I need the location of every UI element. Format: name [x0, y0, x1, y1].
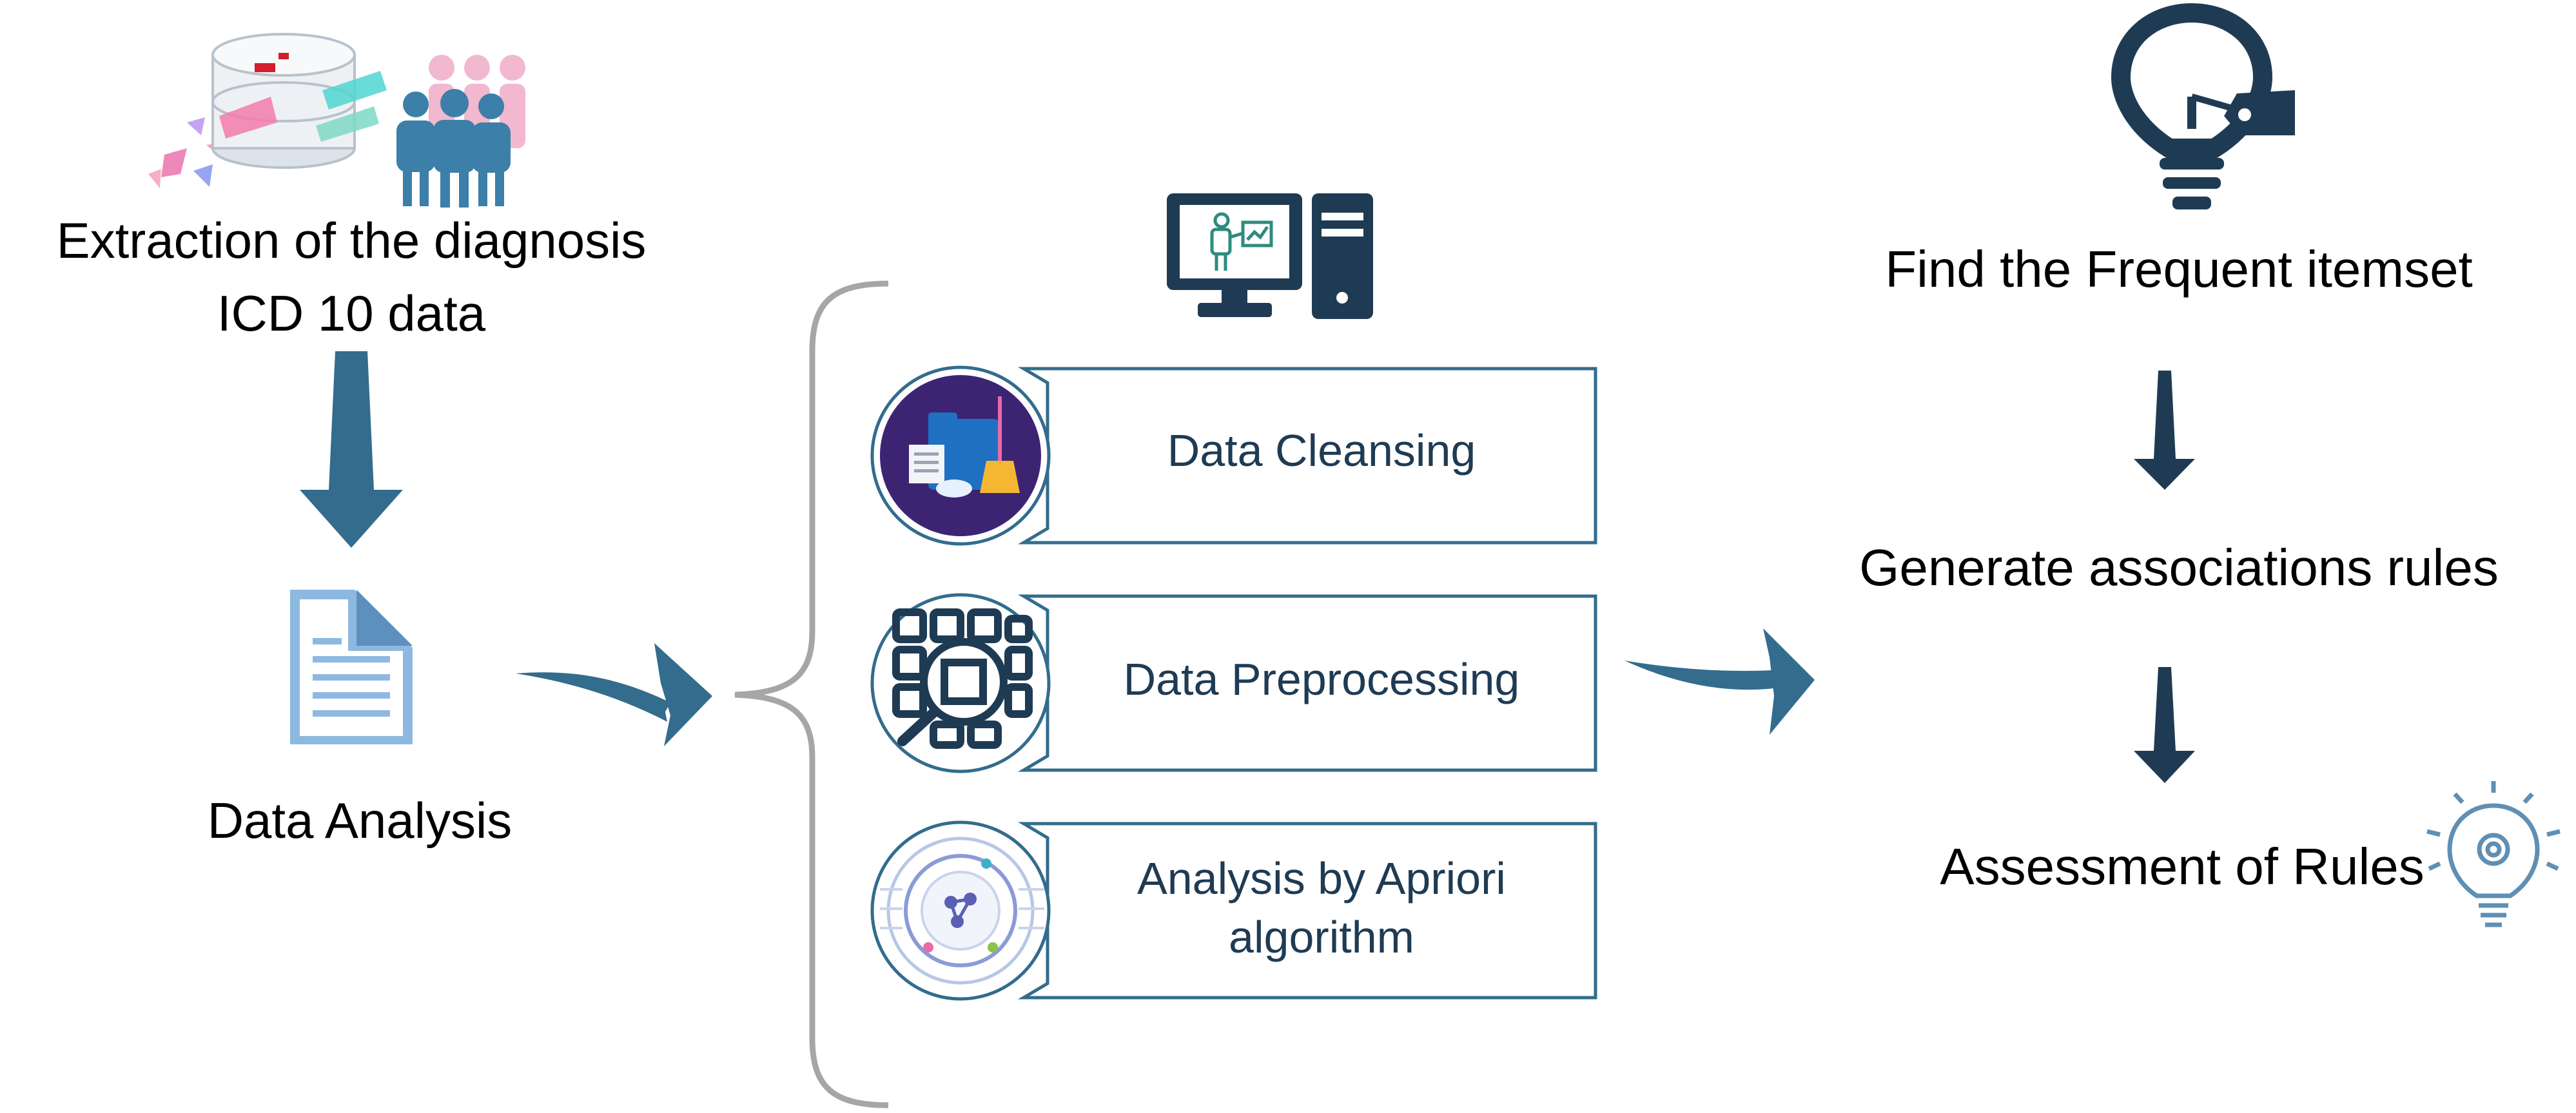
extraction-title-line2: ICD 10 data — [217, 285, 486, 342]
step-box-data-preprocessing: Data Preprocessing — [870, 593, 1597, 773]
database-people-icon — [148, 33, 525, 208]
lightbulb-tag-icon — [2111, 3, 2295, 209]
document-icon — [290, 590, 413, 744]
curly-bracket — [734, 280, 889, 1108]
curved-arrow-left — [516, 643, 712, 746]
step-label-apriori-line2: algorithm — [1229, 912, 1414, 962]
lightbulb-gear-icon — [2426, 781, 2561, 927]
association-rules-label: Generate associations rules — [1859, 539, 2499, 596]
step-label-apriori-line1: Analysis by Apriori — [1137, 853, 1506, 904]
extraction-title-line1: Extraction of the diagnosis — [57, 212, 647, 269]
frequent-itemset-label: Find the Frequent itemset — [1885, 240, 2473, 298]
step-box-apriori: Analysis by Apriori algorithm — [870, 820, 1597, 1001]
step-box-data-cleansing: Data Cleansing — [870, 365, 1597, 546]
folder-broom-icon — [870, 365, 1051, 546]
step-label-cleansing: Data Cleansing — [1167, 425, 1476, 476]
down-arrow-right-1 — [2134, 371, 2195, 490]
network-circle-icon — [870, 820, 1051, 1001]
down-arrow-right-2 — [2134, 667, 2195, 783]
down-arrow-left — [300, 351, 403, 548]
data-analysis-label: Data Analysis — [208, 792, 512, 849]
step-label-preprocessing: Data Preprocessing — [1124, 654, 1520, 704]
grid-magnifier-icon — [870, 593, 1051, 773]
curved-arrow-right — [1625, 628, 1815, 735]
assessment-rules-label: Assessment of Rules — [1940, 838, 2424, 895]
computer-icon — [1167, 193, 1373, 319]
